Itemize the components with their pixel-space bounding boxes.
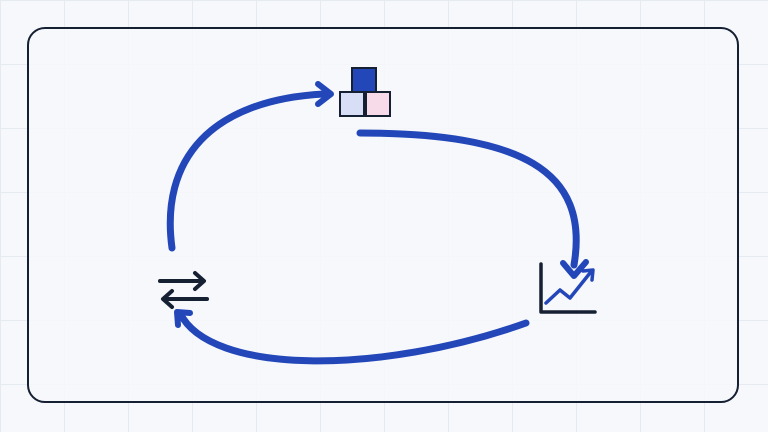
arrowhead-growth-to-exchange bbox=[174, 309, 193, 328]
swap-arrows-icon bbox=[158, 271, 209, 309]
line-chart-trend-icon bbox=[539, 262, 597, 314]
arrowhead-exchange-to-blocks bbox=[315, 81, 334, 107]
cycle-arrow-blocks-to-growth bbox=[356, 129, 580, 269]
stacked-blocks-icon bbox=[339, 67, 391, 117]
arrowhead-blocks-to-growth bbox=[560, 259, 589, 279]
cycle-arrow-growth-to-exchange bbox=[176, 309, 530, 365]
cycle-arrow-exchange-to-blocks bbox=[166, 90, 328, 252]
diagram-frame bbox=[27, 27, 739, 403]
